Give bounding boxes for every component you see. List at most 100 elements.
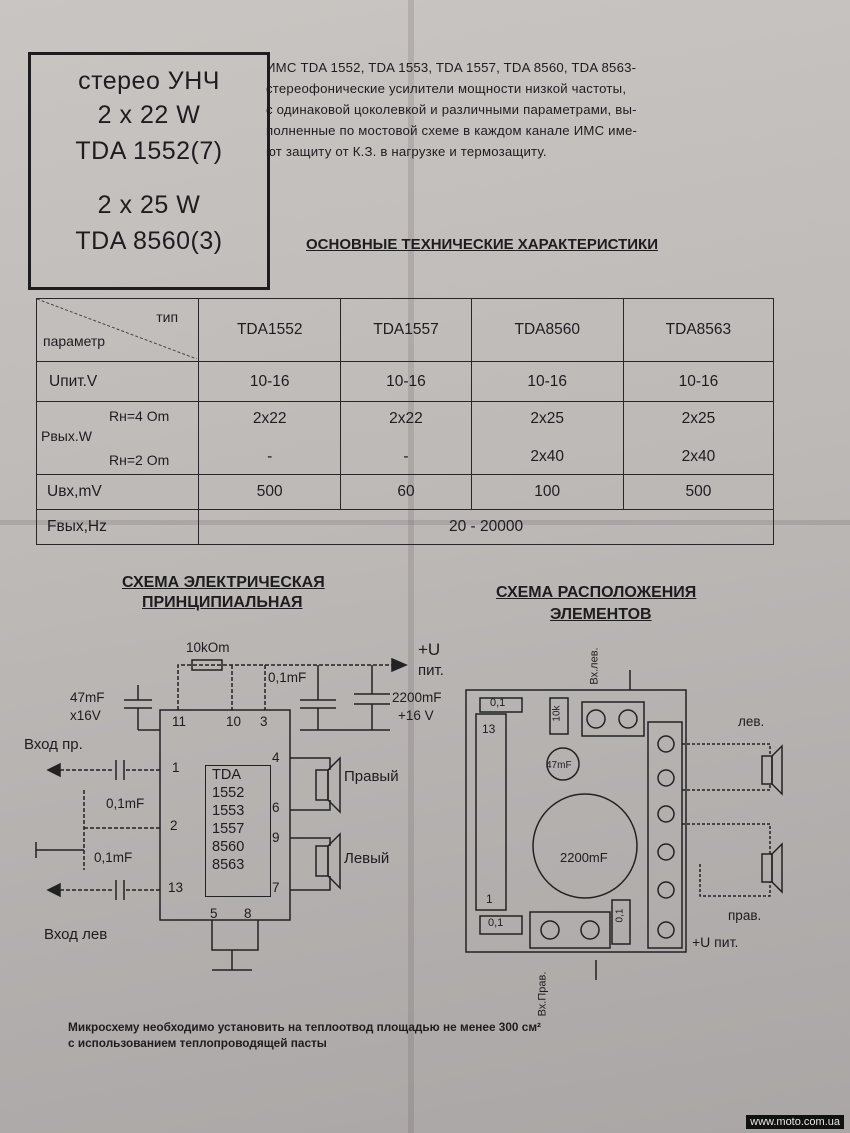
corner-type-label: тип — [156, 309, 179, 325]
screw-icon — [657, 843, 675, 861]
cap-label: 0,1mF — [268, 670, 307, 685]
cap47-footprint — [546, 747, 580, 781]
pin-label: 2 — [170, 818, 178, 833]
cap-label: 47mF — [70, 690, 105, 705]
title-line: стерео УНЧ — [78, 67, 220, 95]
footer-line: Микросхему необходимо установить на тепл… — [68, 1020, 541, 1034]
screw-icon — [586, 709, 606, 729]
table-cell: 20 - 20000 — [198, 509, 774, 545]
row-label: Uвх,mV — [35, 474, 200, 510]
row-label: Fвых,Hz — [35, 509, 200, 545]
row-label: Rн=2 Om — [109, 452, 170, 468]
table-cell: 100 — [470, 474, 624, 510]
schematic-heading-2: ПРИНЦИПИАЛЬНАЯ — [142, 594, 303, 611]
cap2200-footprint — [532, 793, 638, 899]
speaker-left-icon — [761, 755, 773, 785]
table-cell: 2х40 — [681, 448, 716, 465]
layout-heading-2: ЭЛЕМЕНТОВ — [550, 606, 652, 623]
input-left-label: Вход лев — [44, 926, 108, 943]
title-line: 2 х 22 W — [97, 101, 201, 129]
schematic-heading-1: СХЕМА ЭЛЕКТРИЧЕСКАЯ — [122, 574, 325, 591]
description-line: стереофонические усилители мощности низк… — [266, 81, 627, 96]
cap-label: 2200mF — [392, 690, 442, 705]
table-cell-pair: 2х22- — [340, 401, 472, 475]
table-cell-pair: 2х22 - — [198, 401, 342, 475]
table-cell: 2х22 — [252, 410, 287, 427]
screw-icon — [657, 805, 675, 823]
specs-heading: ОСНОВНЫЕ ТЕХНИЧЕСКИЕ ХАРАКТЕРИСТИКИ — [306, 236, 658, 253]
resistor-label: 10k — [551, 705, 563, 722]
row-label: Rн=4 Om — [109, 408, 170, 424]
pin-label: 10 — [226, 714, 242, 729]
pin-label: 6 — [272, 800, 280, 815]
title-box: стерео УНЧ 2 х 22 W TDA 1552(7) 2 х 25 W… — [28, 52, 270, 290]
table-cell: 500 — [198, 474, 342, 510]
input-right-label: Вх.Прав. — [536, 971, 549, 1017]
supply-label: +U — [418, 640, 441, 659]
input-right-label: Вход пр. — [24, 736, 83, 753]
ic-label-line: 1553 — [212, 803, 245, 819]
screw-icon — [618, 709, 638, 729]
table-cell: 2х40 — [530, 448, 565, 465]
speaker-right-cone-icon — [327, 756, 341, 814]
supply-rail — [177, 664, 400, 710]
table-cell: - — [403, 448, 409, 465]
ic-label-line: 1557 — [212, 821, 245, 837]
pin-label: 1 — [486, 892, 493, 906]
cap-label: 0,1 — [614, 908, 626, 923]
cap-footprint — [479, 915, 523, 935]
cap-label: 0,1mF — [94, 850, 133, 865]
model-header: TDA8563 — [622, 298, 775, 362]
table-cell: - — [267, 448, 273, 465]
cap-label: х16V — [70, 708, 101, 723]
ic-body — [159, 709, 291, 921]
speaker-right-icon — [315, 769, 329, 801]
wire — [682, 823, 771, 854]
supply-label: +U пит. — [692, 934, 739, 950]
cap-footprint — [479, 697, 523, 713]
speaker-left-cone-icon — [771, 744, 783, 796]
pin-label: 13 — [168, 880, 184, 895]
table-cell: 60 — [340, 474, 472, 510]
table-cell: 10-16 — [198, 361, 342, 402]
ic-label-line: TDA — [212, 767, 241, 783]
pin-label: 7 — [272, 880, 280, 895]
description-line: с одинаковой цоколевкой и различными пар… — [266, 102, 637, 117]
cap-label: 2200mF — [560, 850, 608, 865]
input-arrow-icon — [46, 882, 61, 898]
model-header: TDA1557 — [340, 298, 472, 362]
description-line: полненные по мостовой схеме в каждом кан… — [266, 123, 638, 138]
specs-table: тип параметр TDA1552 TDA1557 TDA8560 TDA… — [35, 298, 775, 545]
paper-fold-vertical — [408, 0, 414, 1133]
screw-icon — [580, 920, 600, 940]
ic-label-line: 8560 — [212, 839, 245, 855]
corner-cell: тип параметр — [35, 298, 200, 362]
input-terminal-block — [581, 701, 645, 737]
ic-label-box: TDA 1552 1553 1557 8560 8563 — [205, 765, 271, 897]
screw-icon — [657, 881, 675, 899]
corner-param-label: параметр — [43, 333, 106, 349]
wire — [682, 784, 771, 791]
speaker-right-icon — [761, 853, 773, 883]
resistor-symbol — [191, 659, 223, 671]
wire — [290, 837, 331, 846]
watermark: www.moto.com.ua — [746, 1115, 844, 1129]
cap-label: 0,1 — [488, 917, 504, 929]
ic-footprint — [475, 713, 507, 911]
output-left-label: лев. — [738, 714, 765, 729]
pin-label: 3 — [260, 714, 268, 729]
input-terminal-block — [529, 911, 611, 949]
wire — [290, 800, 331, 811]
table-cell: 2х25 — [681, 410, 716, 427]
speaker-right-label: Правый — [344, 768, 399, 785]
supply-arrow-icon — [391, 657, 408, 673]
speaker-right-cone-icon — [771, 842, 783, 894]
layout-heading-1: СХЕМА РАСПОЛОЖЕНИЯ — [496, 584, 697, 601]
cap-label: 47mF — [546, 760, 572, 771]
pin-label: 11 — [172, 714, 187, 729]
input-arrow-icon — [46, 762, 61, 778]
cap-label: 0,1mF — [106, 796, 145, 811]
cap-label: +16 V — [398, 708, 434, 723]
output-terminal-block — [647, 721, 683, 949]
